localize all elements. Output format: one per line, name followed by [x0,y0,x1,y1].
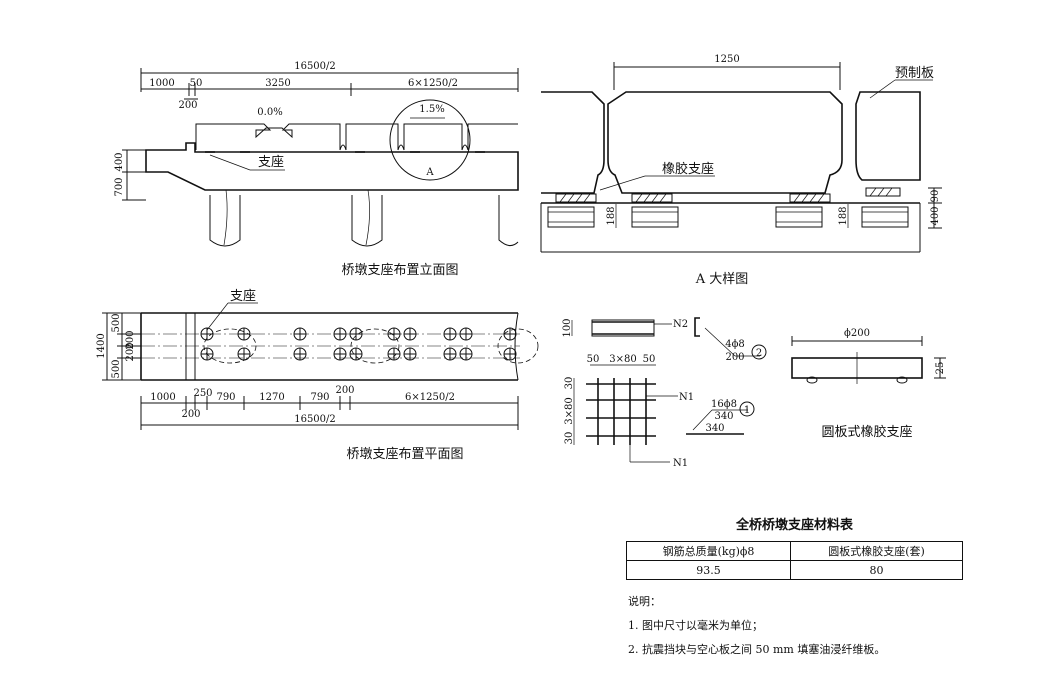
table-row: 93.5 80 [625,560,963,580]
plan-dim-1270: 1270 [259,392,284,403]
notes-block: 说明： 1. 图中尺寸以毫米为单位； 2. 抗震挡块与空心板之间 50 mm 填… [628,590,885,662]
plan-dim-200: 200 [335,385,354,396]
bearing-pad-title: 圆板式橡胶支座 [821,424,912,440]
rebar-n2-side: 100 [562,318,573,337]
material-table: 钢筋总质量(kg)ϕ8 圆板式橡胶支座(套) 93.5 80 [625,541,963,580]
precast-slab-label: 预制板 [895,66,934,81]
detail-dim-188-right: 188 [838,206,849,225]
elevation-dim-1000: 1000 [149,78,174,89]
plan-left-500b: 500 [111,359,122,378]
notes-heading: 说明： [628,595,661,608]
detail-a-title: A 大样图 [695,272,749,287]
elevation-title: 桥墩支座布置立面图 [341,263,458,278]
rebar-details: N2 100 4ϕ8 200 2 50 3×80 50 30 3×80 30 [562,317,767,469]
plan-dim-1000: 1000 [150,392,175,403]
rubber-bearing-label: 橡胶支座 [662,161,714,177]
rebar-grid-top-50b: 50 [643,354,656,365]
elevation-height-400: 400 [114,152,125,171]
table-header-row: 钢筋总质量(kg)ϕ8 圆板式橡胶支座(套) [625,541,963,561]
rebar-n2-length: 200 [725,352,744,363]
elevation-dim-200: 200 [178,100,197,111]
elevation-slope-left: 0.0% [257,107,282,118]
plan-left-500a: 500 [111,313,122,332]
table-cell: 80 [790,560,963,580]
bearing-pad-detail: ϕ200 25 圆板式橡胶支座 [791,328,946,440]
elevation-dim-50: 50 [190,78,203,89]
plan-total-dim: 16500/2 [294,414,336,425]
material-table-block: 全桥桥墩支座材料表 钢筋总质量(kg)ϕ8 圆板式橡胶支座(套) 93.5 80 [625,514,963,580]
elevation-height-700: 700 [114,177,125,196]
rebar-grid-top-3x80: 3×80 [609,354,636,365]
plan-view: 支座 1400 500 200 200 500 1000 250 790 127… [96,289,539,462]
elevation-dim-3250: 3250 [265,78,290,89]
plan-dim-790b: 790 [310,392,329,403]
plan-left-1400: 1400 [96,333,107,358]
rebar-n1-spec: 16ϕ8 [711,399,737,410]
plan-dim-790a: 790 [216,392,235,403]
rebar-n1-label: N1 [679,392,694,403]
elevation-bearing-label: 支座 [258,155,284,170]
rebar-grid-side-30b: 30 [564,432,575,445]
plan-dim-250: 250 [193,388,212,399]
detail-dim-90: 90 [930,190,941,203]
plan-title: 桥墩支座布置平面图 [346,447,463,462]
elevation-dim-spans: 6×1250/2 [408,78,458,89]
rebar-grid-side-3x80: 3×80 [564,397,575,424]
detail-dim-1250: 1250 [714,54,739,65]
plan-dim-200-low: 200 [181,409,200,420]
elevation-total-dim: 16500/2 [294,61,336,72]
note-item: 1. 图中尺寸以毫米为单位； [628,619,763,632]
detail-mark-a: A [425,167,434,178]
plan-bearing-label: 支座 [230,289,256,304]
rebar-n2-circle: 2 [756,348,762,359]
detail-dim-188-left: 188 [606,206,617,225]
plan-left-200a: 200 [125,330,136,349]
rebar-n1-bottom: 340 [705,423,724,434]
bearing-pad-thickness: 25 [935,362,946,375]
rebar-n2-spec: 4ϕ8 [725,339,745,350]
detail-a-view: 1250 预制板 橡胶支座 188 188 [540,54,942,287]
elevation-view: 16500/2 1000 50 3250 6×1250/2 200 1.5% 0… [114,61,519,278]
table-header-cell: 钢筋总质量(kg)ϕ8 [625,541,792,561]
table-cell: 93.5 [625,560,792,580]
table-header-cell: 圆板式橡胶支座(套) [790,541,963,561]
elevation-slope-right: 1.5% [419,104,444,115]
rebar-n1-circle: 1 [744,405,750,416]
detail-dim-400: 400 [930,206,941,225]
bearing-pad-diameter: ϕ200 [844,328,870,339]
rebar-n1-length: 340 [714,411,733,422]
plan-left-200b: 200 [125,342,136,361]
note-item: 2. 抗震挡块与空心板之间 50 mm 填塞油浸纤维板。 [628,643,886,656]
rebar-n2-label: N2 [673,319,688,330]
rebar-grid-top-50a: 50 [587,354,600,365]
rebar-n1-label2: N1 [673,458,688,469]
rebar-grid-side-30a: 30 [564,377,575,390]
plan-dim-spans: 6×1250/2 [405,392,455,403]
material-table-title: 全桥桥墩支座材料表 [735,518,853,533]
